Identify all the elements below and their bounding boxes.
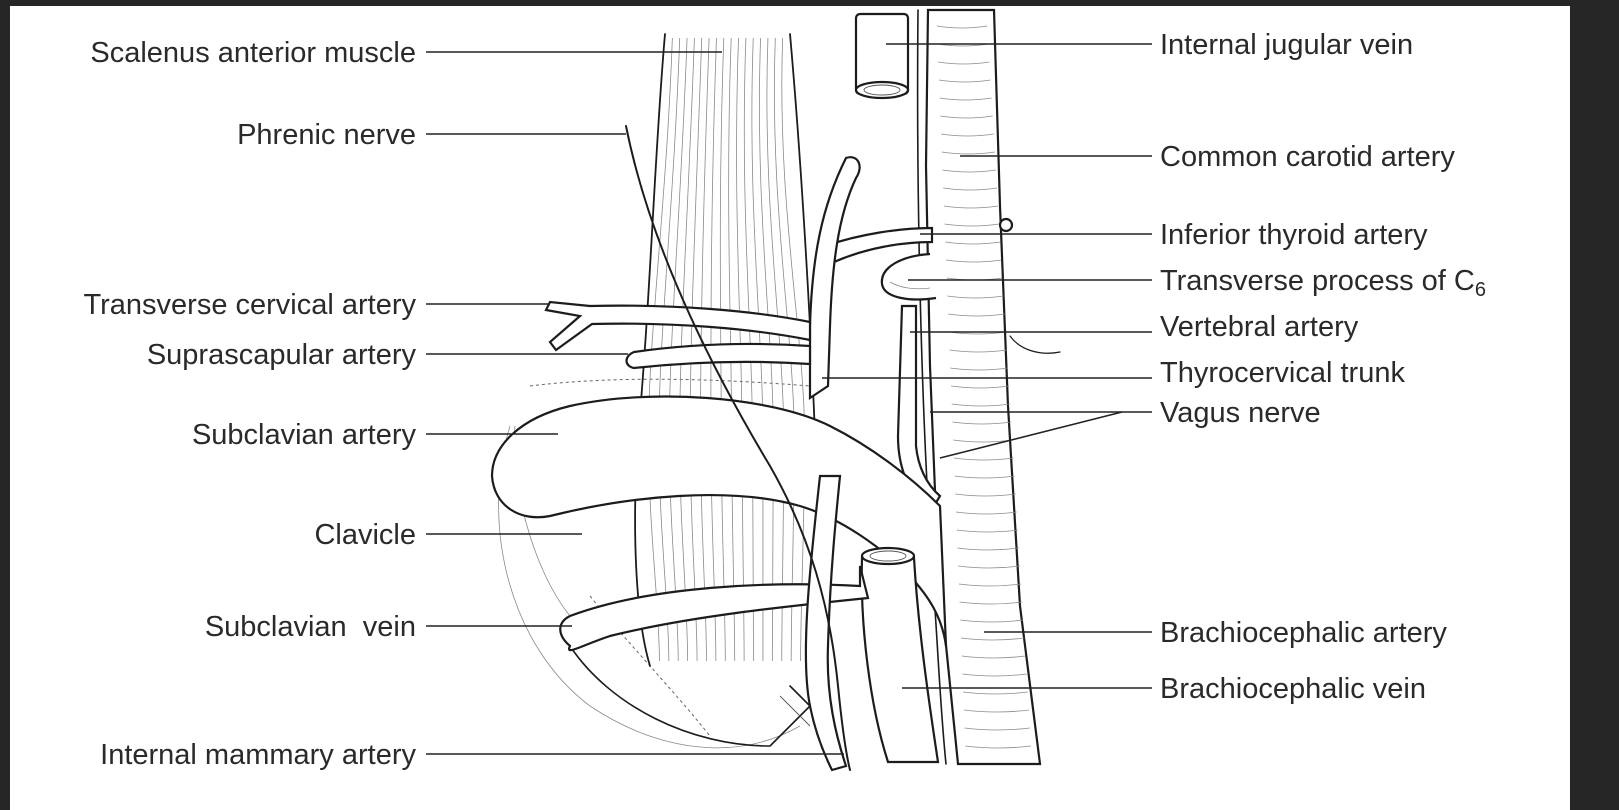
label-internal-mammary-artery: Internal mammary artery xyxy=(100,739,416,771)
label-suprascapular-artery: Suprascapular artery xyxy=(147,339,417,371)
illustration xyxy=(492,10,1060,770)
label-transverse-process-c6: Transverse process of C6 xyxy=(1160,265,1486,301)
label-brachiocephalic-artery: Brachiocephalic artery xyxy=(1160,617,1447,649)
label-scalenus-anterior-muscle: Scalenus anterior muscle xyxy=(90,37,416,69)
transverse-process-c6 xyxy=(882,254,936,299)
anatomy-diagram: Scalenus anterior muscle Phrenic nerve T… xyxy=(10,6,1570,810)
label-phrenic-nerve: Phrenic nerve xyxy=(237,119,416,151)
right-labels: Internal jugular vein Common carotid art… xyxy=(1160,29,1486,705)
label-subclavian-vein: Subclavian vein xyxy=(205,611,416,643)
label-transverse-cervical-artery: Transverse cervical artery xyxy=(83,289,416,321)
leader-lines xyxy=(426,44,1152,754)
label-internal-jugular-vein: Internal jugular vein xyxy=(1160,29,1413,61)
label-vertebral-artery: Vertebral artery xyxy=(1160,311,1359,343)
label-clavicle: Clavicle xyxy=(314,519,416,551)
label-thyrocervical-trunk: Thyrocervical trunk xyxy=(1160,357,1405,389)
thyrocervical-trunk xyxy=(810,157,860,398)
left-labels: Scalenus anterior muscle Phrenic nerve T… xyxy=(83,37,416,771)
label-brachiocephalic-vein: Brachiocephalic vein xyxy=(1160,673,1426,705)
transverse-cervical-artery xyxy=(546,302,810,350)
label-inferior-thyroid-artery: Inferior thyroid artery xyxy=(1160,219,1428,251)
internal-jugular-vein xyxy=(856,14,908,98)
common-carotid-artery xyxy=(926,10,1040,764)
suprascapular-artery xyxy=(627,344,811,368)
label-vagus-nerve: Vagus nerve xyxy=(1160,397,1321,429)
label-subclavian-artery: Subclavian artery xyxy=(192,419,417,451)
label-common-carotid-artery: Common carotid artery xyxy=(1160,141,1455,173)
diagram-canvas: Scalenus anterior muscle Phrenic nerve T… xyxy=(10,6,1570,810)
